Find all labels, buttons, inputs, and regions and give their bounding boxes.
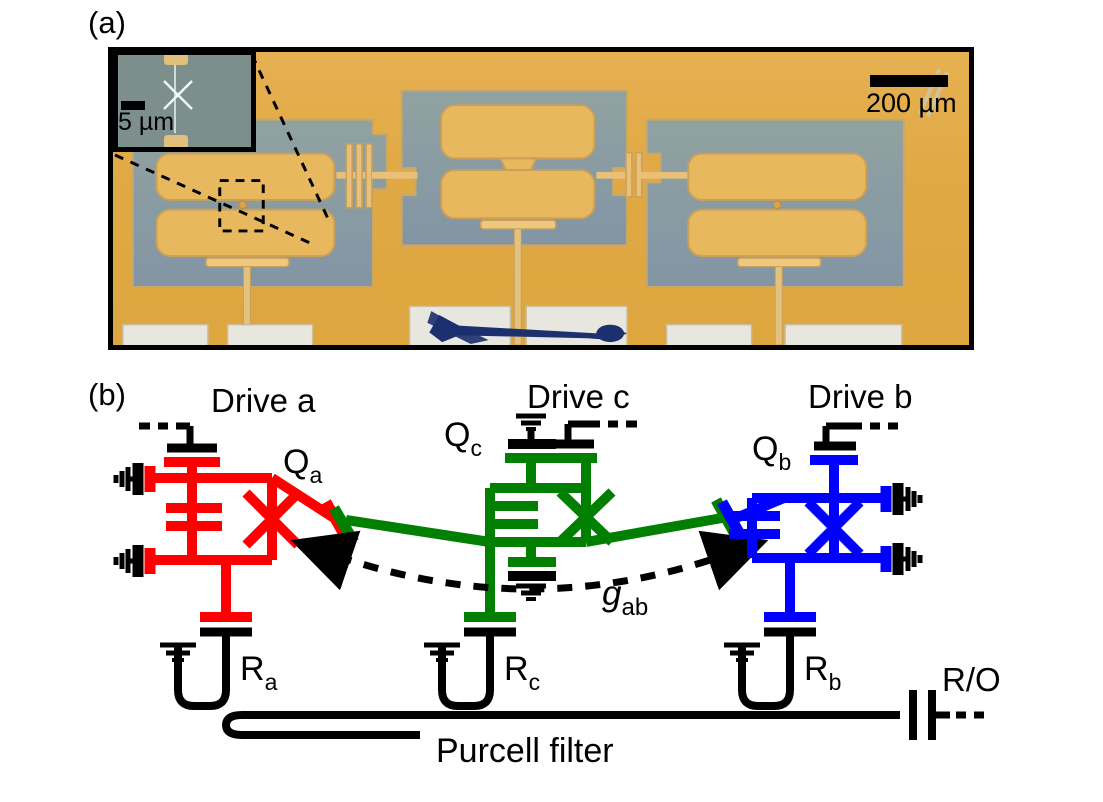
qubit-b-symbol: Qb	[752, 430, 791, 475]
resonator-c-symbol: Rc	[504, 650, 540, 695]
scalebar-5um-bar	[121, 101, 145, 110]
drive-c-label: Drive c	[527, 378, 630, 415]
qubit-b-josephson-junction	[804, 498, 864, 558]
resonator-c-ground-symbol	[424, 642, 460, 662]
purcell-filter-label: Purcell filter	[436, 732, 614, 770]
wirebond-pads	[122, 305, 903, 345]
purcell-filter-line	[221, 711, 900, 739]
coupler-cb-lead-right	[639, 171, 692, 179]
qubit-c-pad-top	[440, 104, 596, 160]
qubit-c-ground-symbol-top	[516, 413, 546, 431]
scalebar-200um-bar	[870, 75, 948, 87]
resonator-c: Rc	[424, 632, 540, 710]
scalebar-5um-label: 5 µm	[118, 108, 175, 136]
scalebar-200um-label: 200 µm	[866, 88, 957, 118]
qubit-c-readout-coupler	[479, 219, 557, 230]
qubit-b-circuit: Drive b Qb	[717, 378, 923, 637]
readout-port: R/O	[909, 661, 1001, 740]
qubit-a-pad-bottom	[155, 208, 336, 258]
coupler-ac-lead-right	[371, 171, 418, 179]
qubit-b-readout-line	[774, 266, 783, 345]
qubit-b-pad-bottom	[687, 208, 868, 258]
qubit-b-ground-symbol-top	[898, 487, 923, 511]
qubit-a-symbol: Qa	[283, 443, 322, 488]
qubit-a-ground-symbol-bottom	[113, 549, 138, 573]
readout-label: R/O	[942, 661, 1001, 698]
wirebond	[427, 311, 627, 345]
qubit-b-coupling-arm	[734, 493, 786, 523]
qubit-c-circuit: Drive c Qc	[329, 378, 741, 637]
panel-b-label: (b)	[88, 377, 126, 412]
resonator-a: Ra	[160, 632, 278, 710]
qubit-b-pad-top	[687, 152, 868, 201]
qubit-a-pad-top	[155, 152, 336, 201]
resonator-a-symbol: Ra	[240, 650, 278, 695]
qubit-a-readout-line	[242, 266, 251, 345]
qubit-a-coupling-arm	[269, 473, 337, 523]
resonator-b-symbol: Rb	[804, 650, 841, 695]
purcell-filter: Purcell filter	[221, 711, 900, 770]
qubit-b-ground-symbol-bottom	[898, 547, 923, 571]
junction-inset-image	[113, 50, 256, 152]
coupling-cap-cb-plate-blue	[717, 499, 747, 541]
coupling-arc-gab: gab	[290, 530, 769, 621]
resonator-b: Rb	[724, 632, 841, 710]
drive-b-label: Drive b	[808, 378, 913, 415]
panel-a-label: (a)	[88, 5, 126, 40]
drive-a-label: Drive a	[211, 382, 316, 419]
qubit-a-junction-site	[237, 200, 248, 210]
qubit-a-circuit: Drive a	[113, 382, 351, 637]
coupler-ac-interdigital	[345, 143, 373, 209]
qubit-a-josephson-junction	[242, 489, 302, 549]
qubit-b-junction-site	[772, 200, 782, 210]
circuit-schematic: Drive a	[0, 360, 1103, 802]
qubit-b-readout-coupler	[736, 257, 822, 268]
qubit-c-coupling-arm-left	[345, 515, 491, 547]
resonator-b-ground-symbol	[724, 642, 760, 662]
qubit-c-readout-line	[513, 228, 522, 345]
qubit-c-symbol: Qc	[444, 416, 482, 461]
qubit-a-readout-coupler	[205, 257, 290, 268]
qubit-c-pad-bottom	[440, 169, 596, 220]
qubit-a-ground-symbol-top	[113, 467, 138, 491]
resonator-a-ground-symbol	[160, 642, 196, 662]
coupler-cb-lead-left	[596, 171, 632, 179]
coupling-strength-symbol: gab	[602, 574, 648, 621]
